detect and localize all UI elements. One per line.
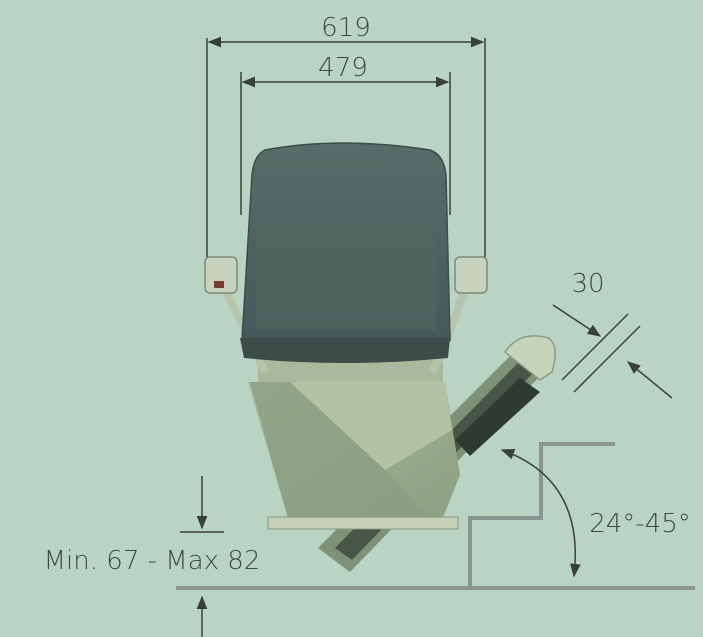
label-rail-thickness: 30 <box>571 269 604 299</box>
label-incline-angle: 24°-45° <box>589 509 691 539</box>
carriage <box>248 360 460 530</box>
seat <box>240 142 451 363</box>
label-footrest-height: Min. 67 - Max 82 <box>44 546 261 576</box>
label-inner-width: 479 <box>318 53 368 83</box>
label-outer-width: 619 <box>321 13 371 43</box>
dimension-footrest-height <box>180 476 224 637</box>
dimension-rail-thickness <box>552 304 673 399</box>
dimension-inner-width <box>240 72 451 215</box>
dimension-incline-angle <box>500 449 581 578</box>
dimension-outer-width <box>206 36 486 257</box>
